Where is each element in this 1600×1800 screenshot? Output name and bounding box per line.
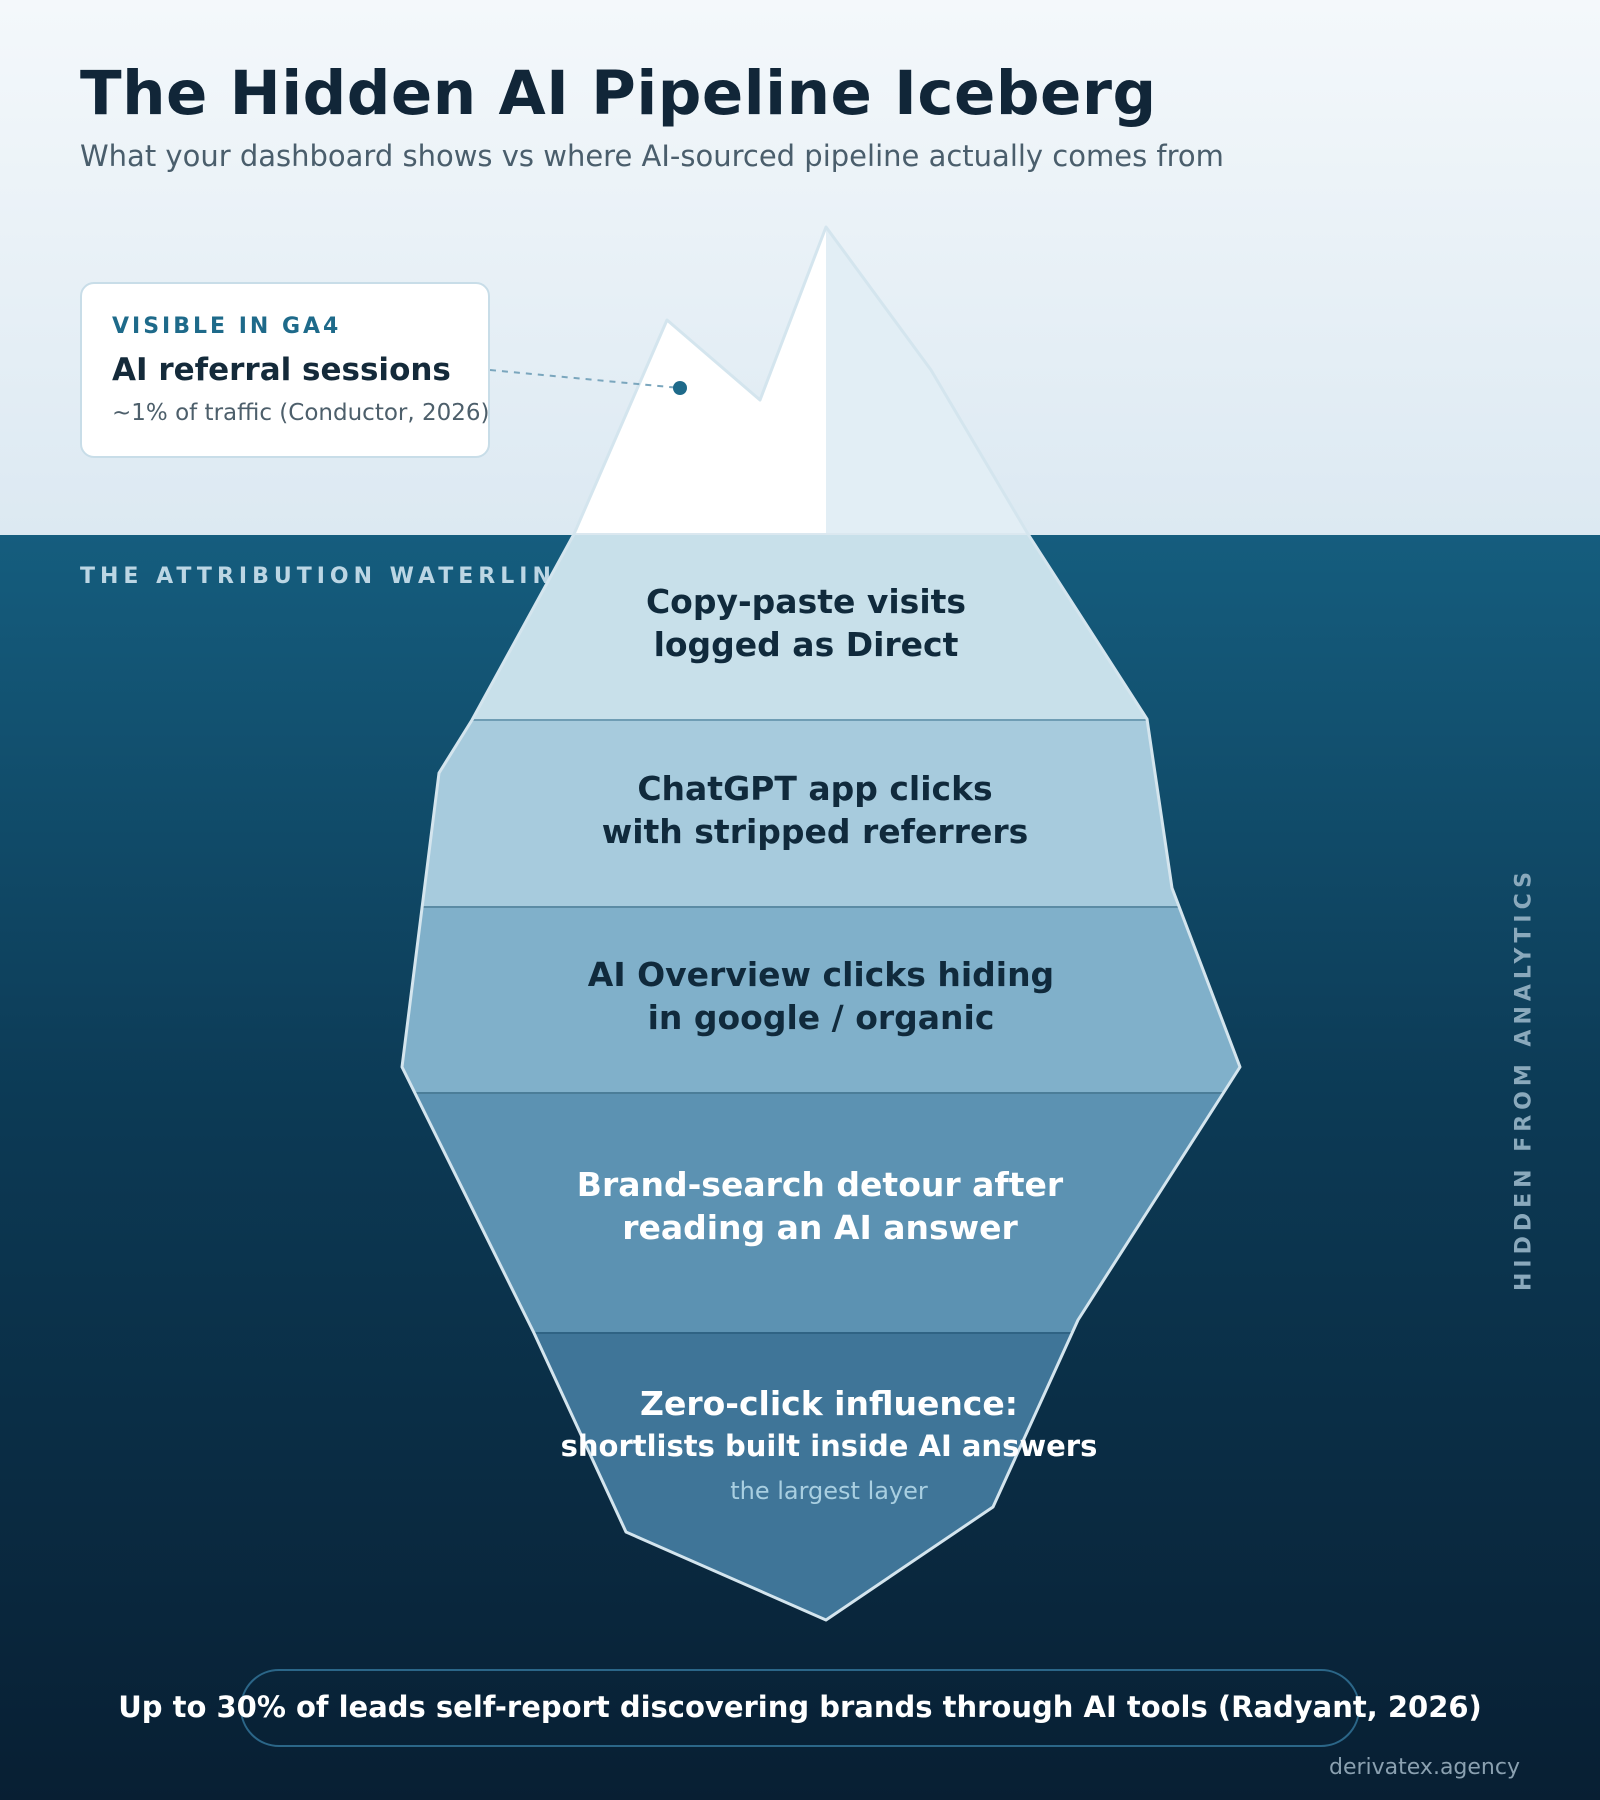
page-title: The Hidden AI Pipeline Iceberg	[80, 58, 1157, 129]
iceberg-tip-shade	[826, 227, 1240, 534]
iceberg-outline	[400, 225, 1242, 1622]
layer-1-label: Copy-paste visits logged as Direct	[526, 580, 1086, 666]
layer-2-line-1: ChatGPT app clicks	[637, 769, 993, 808]
layer-4-label: Brand-search detour after reading an AI …	[540, 1163, 1100, 1249]
layer-4-line-1: Brand-search detour after	[576, 1165, 1064, 1204]
callout-subtitle: ~1% of traffic (Conductor, 2026)	[112, 400, 490, 426]
layer-5-line-1: Zero-click influence:	[640, 1384, 1018, 1423]
callout-eyebrow: VISIBLE IN GA4	[112, 314, 342, 339]
layer-2-label: ChatGPT app clicks with stripped referre…	[535, 767, 1095, 853]
stat-banner	[240, 1669, 1360, 1747]
stat-banner-text: Up to 30% of leads self-report discoveri…	[118, 1690, 1482, 1724]
layer-5-label: Zero-click influence: shortlists built i…	[509, 1382, 1149, 1514]
layer-4-line-2: reading an AI answer	[622, 1208, 1018, 1247]
callout-title: AI referral sessions	[112, 352, 451, 388]
layer-1-line-1: Copy-paste visits	[645, 582, 967, 621]
callout-anchor-dot	[673, 381, 687, 395]
iceberg-layer-3	[402, 907, 1240, 1093]
layer-5-line-2: shortlists built inside AI answers	[560, 1429, 1098, 1463]
layer-2-line-2: with stripped referrers	[601, 812, 1029, 851]
layer-3-line-1: AI Overview clicks hiding	[587, 955, 1055, 994]
layer-5-note: the largest layer	[730, 1477, 928, 1505]
layer-3-label: AI Overview clicks hiding in google / or…	[541, 953, 1101, 1039]
layer-1-line-2: logged as Direct	[653, 625, 959, 664]
layer-3-line-2: in google / organic	[647, 998, 995, 1037]
page-subtitle: What your dashboard shows vs where AI-so…	[80, 139, 1224, 173]
ga4-callout-card: VISIBLE IN GA4 AI referral sessions ~1% …	[80, 282, 490, 458]
footer-credit: derivatex.agency	[1329, 1755, 1520, 1780]
callout-leader-line	[489, 369, 681, 389]
iceberg-layer-2	[402, 720, 1240, 907]
waterline-label: THE ATTRIBUTION WATERLINE	[80, 564, 576, 589]
side-label: HIDDEN FROM ANALYTICS	[1511, 866, 1537, 1292]
